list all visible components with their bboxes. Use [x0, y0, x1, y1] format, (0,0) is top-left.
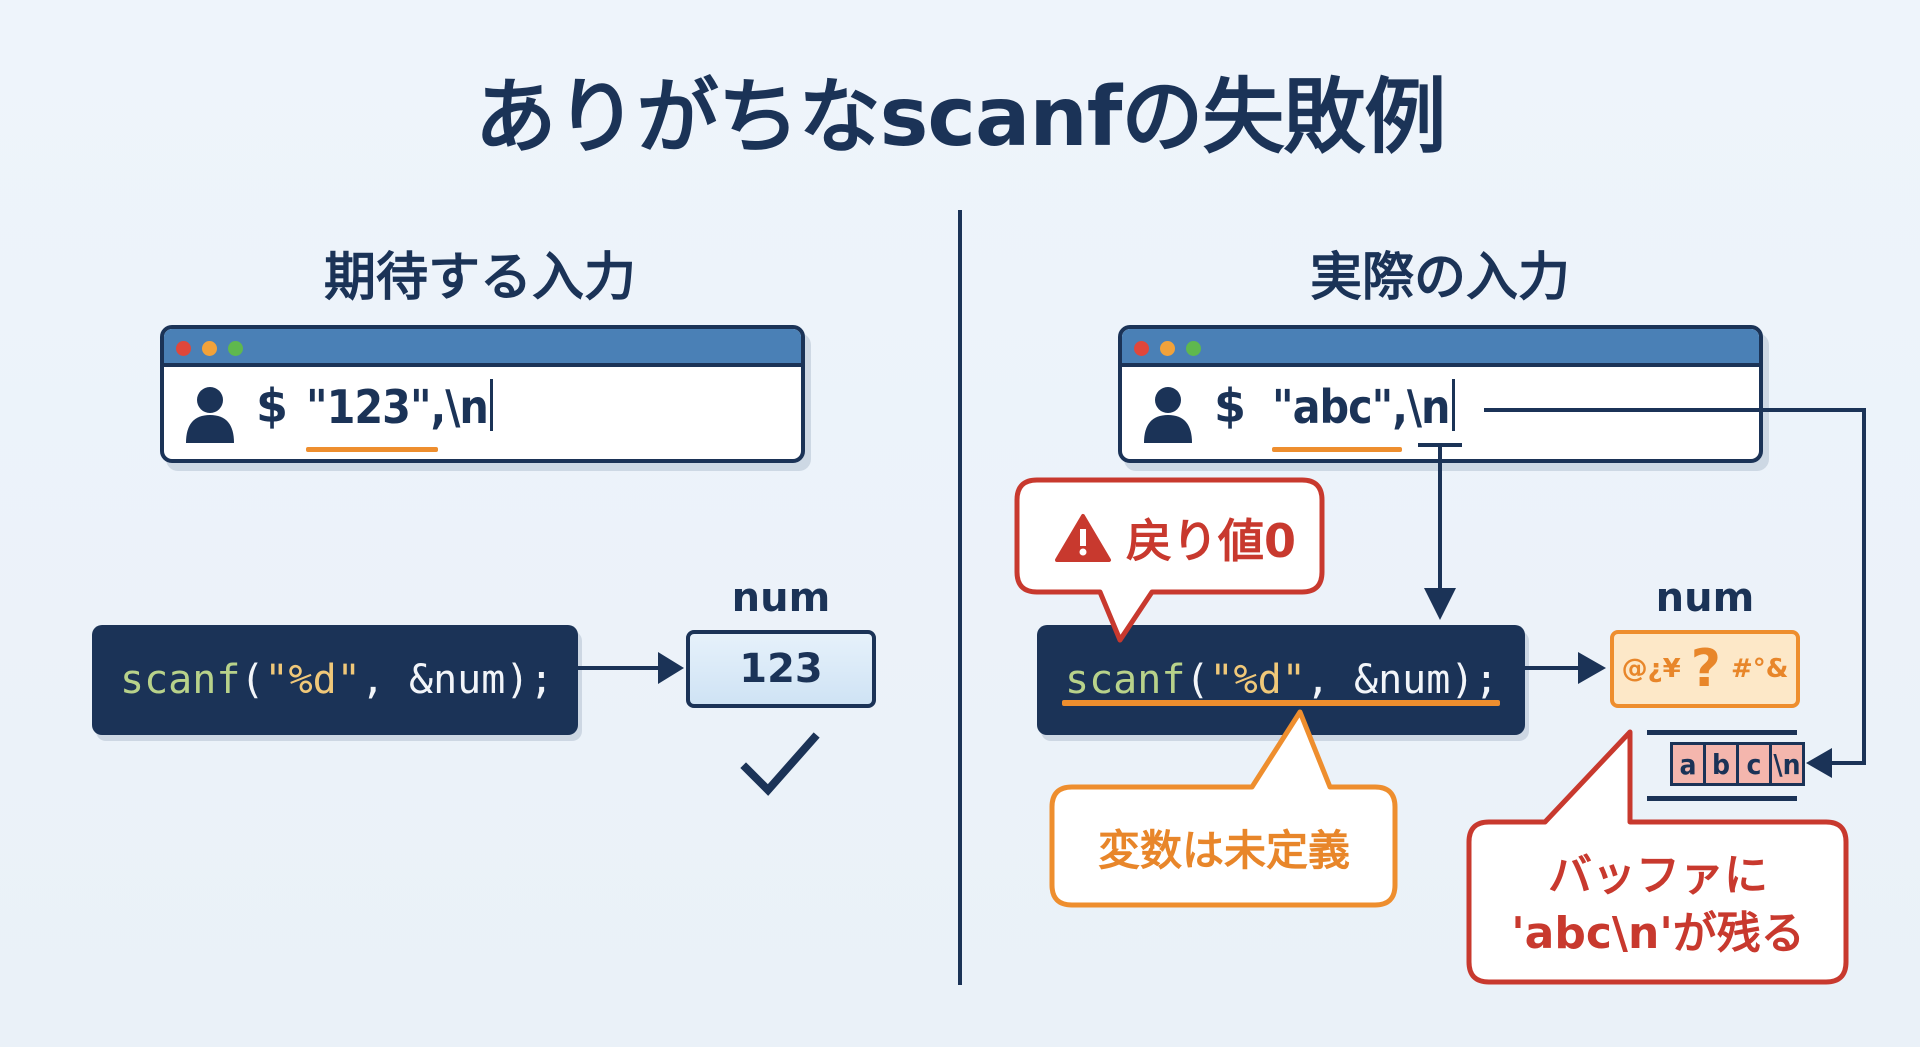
minimize-dot-icon	[1160, 341, 1175, 356]
user-icon	[186, 387, 234, 443]
code-function: scanf	[1065, 657, 1186, 703]
input-suffix: ,\n	[1392, 380, 1450, 434]
input-value-underline	[306, 447, 438, 452]
code-error-underline	[1062, 700, 1500, 706]
code-function: scanf	[120, 657, 241, 703]
buffer-top-line	[1647, 730, 1797, 735]
code-paren: (	[240, 657, 265, 703]
garbage-chars-left: @¿¥	[1621, 654, 1681, 684]
num-variable-label: num	[1655, 575, 1755, 621]
terminal-input[interactable]: "abc",\n	[1272, 379, 1455, 434]
return-value-callout: 戻り値0	[1040, 500, 1310, 576]
actual-terminal-window: $ "abc",\n	[1118, 325, 1763, 463]
arrow-code-to-num	[1525, 652, 1606, 684]
user-icon	[1144, 387, 1192, 443]
code-format-string: "%d"	[264, 657, 361, 703]
undefined-callout: 変数は未定義	[1055, 795, 1393, 900]
num-variable-label: num	[731, 575, 831, 621]
code-paren: (	[1185, 657, 1210, 703]
buffer-cell: a	[1670, 742, 1706, 786]
undefined-text: 変数は未定義	[1097, 826, 1350, 875]
buffer-callout-line2: 'abc\n'が残る	[1511, 907, 1805, 959]
actual-input-heading: 実際の入力	[1309, 248, 1570, 308]
scanf-code-block: scanf("%d", &num);	[1037, 625, 1525, 735]
warning-icon	[1054, 514, 1111, 562]
terminal-title-bar	[1122, 329, 1759, 367]
unknown-value-icon: ?	[1690, 639, 1721, 699]
garbage-chars-right: #°&	[1730, 654, 1789, 684]
buffer-cell: c	[1736, 742, 1772, 786]
text-cursor	[1451, 379, 1455, 431]
page-title: ありがちなscanfの失敗例	[474, 70, 1447, 165]
expected-terminal-window: $ "123",\n	[160, 325, 805, 463]
code-format-string: "%d"	[1209, 657, 1306, 703]
maximize-dot-icon	[1186, 341, 1201, 356]
input-value: "abc"	[1272, 380, 1393, 434]
input-value-underline	[1272, 447, 1402, 452]
num-variable-box: 123	[686, 630, 876, 708]
input-suffix: ,\n	[430, 380, 489, 434]
code-args: , &num);	[360, 657, 554, 703]
terminal-title-bar	[164, 329, 801, 367]
num-garbage-box: @¿¥ ? #°&	[1610, 630, 1800, 708]
code-args: , &num);	[1305, 657, 1499, 703]
input-buffer: a b c \n	[1670, 742, 1805, 786]
close-dot-icon	[176, 341, 191, 356]
input-value: "123"	[306, 380, 432, 434]
minimize-dot-icon	[202, 341, 217, 356]
maximize-dot-icon	[228, 341, 243, 356]
shell-prompt: $	[1214, 379, 1247, 433]
buffer-cell: \n	[1769, 742, 1805, 786]
text-cursor	[489, 379, 493, 431]
buffer-cell: b	[1703, 742, 1739, 786]
scanf-code-block: scanf("%d", &num);	[92, 625, 578, 735]
num-value: 123	[739, 646, 823, 692]
expected-input-heading: 期待する入力	[323, 248, 636, 308]
checkmark-icon	[740, 732, 820, 796]
arrow-code-to-num	[578, 652, 684, 684]
return-value-text: 戻り値0	[1125, 514, 1296, 568]
arrow-input-to-scanf	[1418, 443, 1462, 620]
terminal-input[interactable]: "123",\n	[306, 379, 493, 434]
buffer-bottom-line	[1647, 796, 1797, 801]
shell-prompt: $	[256, 379, 289, 433]
buffer-callout-line1: バッファに	[1548, 850, 1768, 902]
close-dot-icon	[1134, 341, 1149, 356]
buffer-callout: バッファに 'abc\n'が残る	[1472, 832, 1844, 977]
panel-divider	[958, 210, 962, 985]
